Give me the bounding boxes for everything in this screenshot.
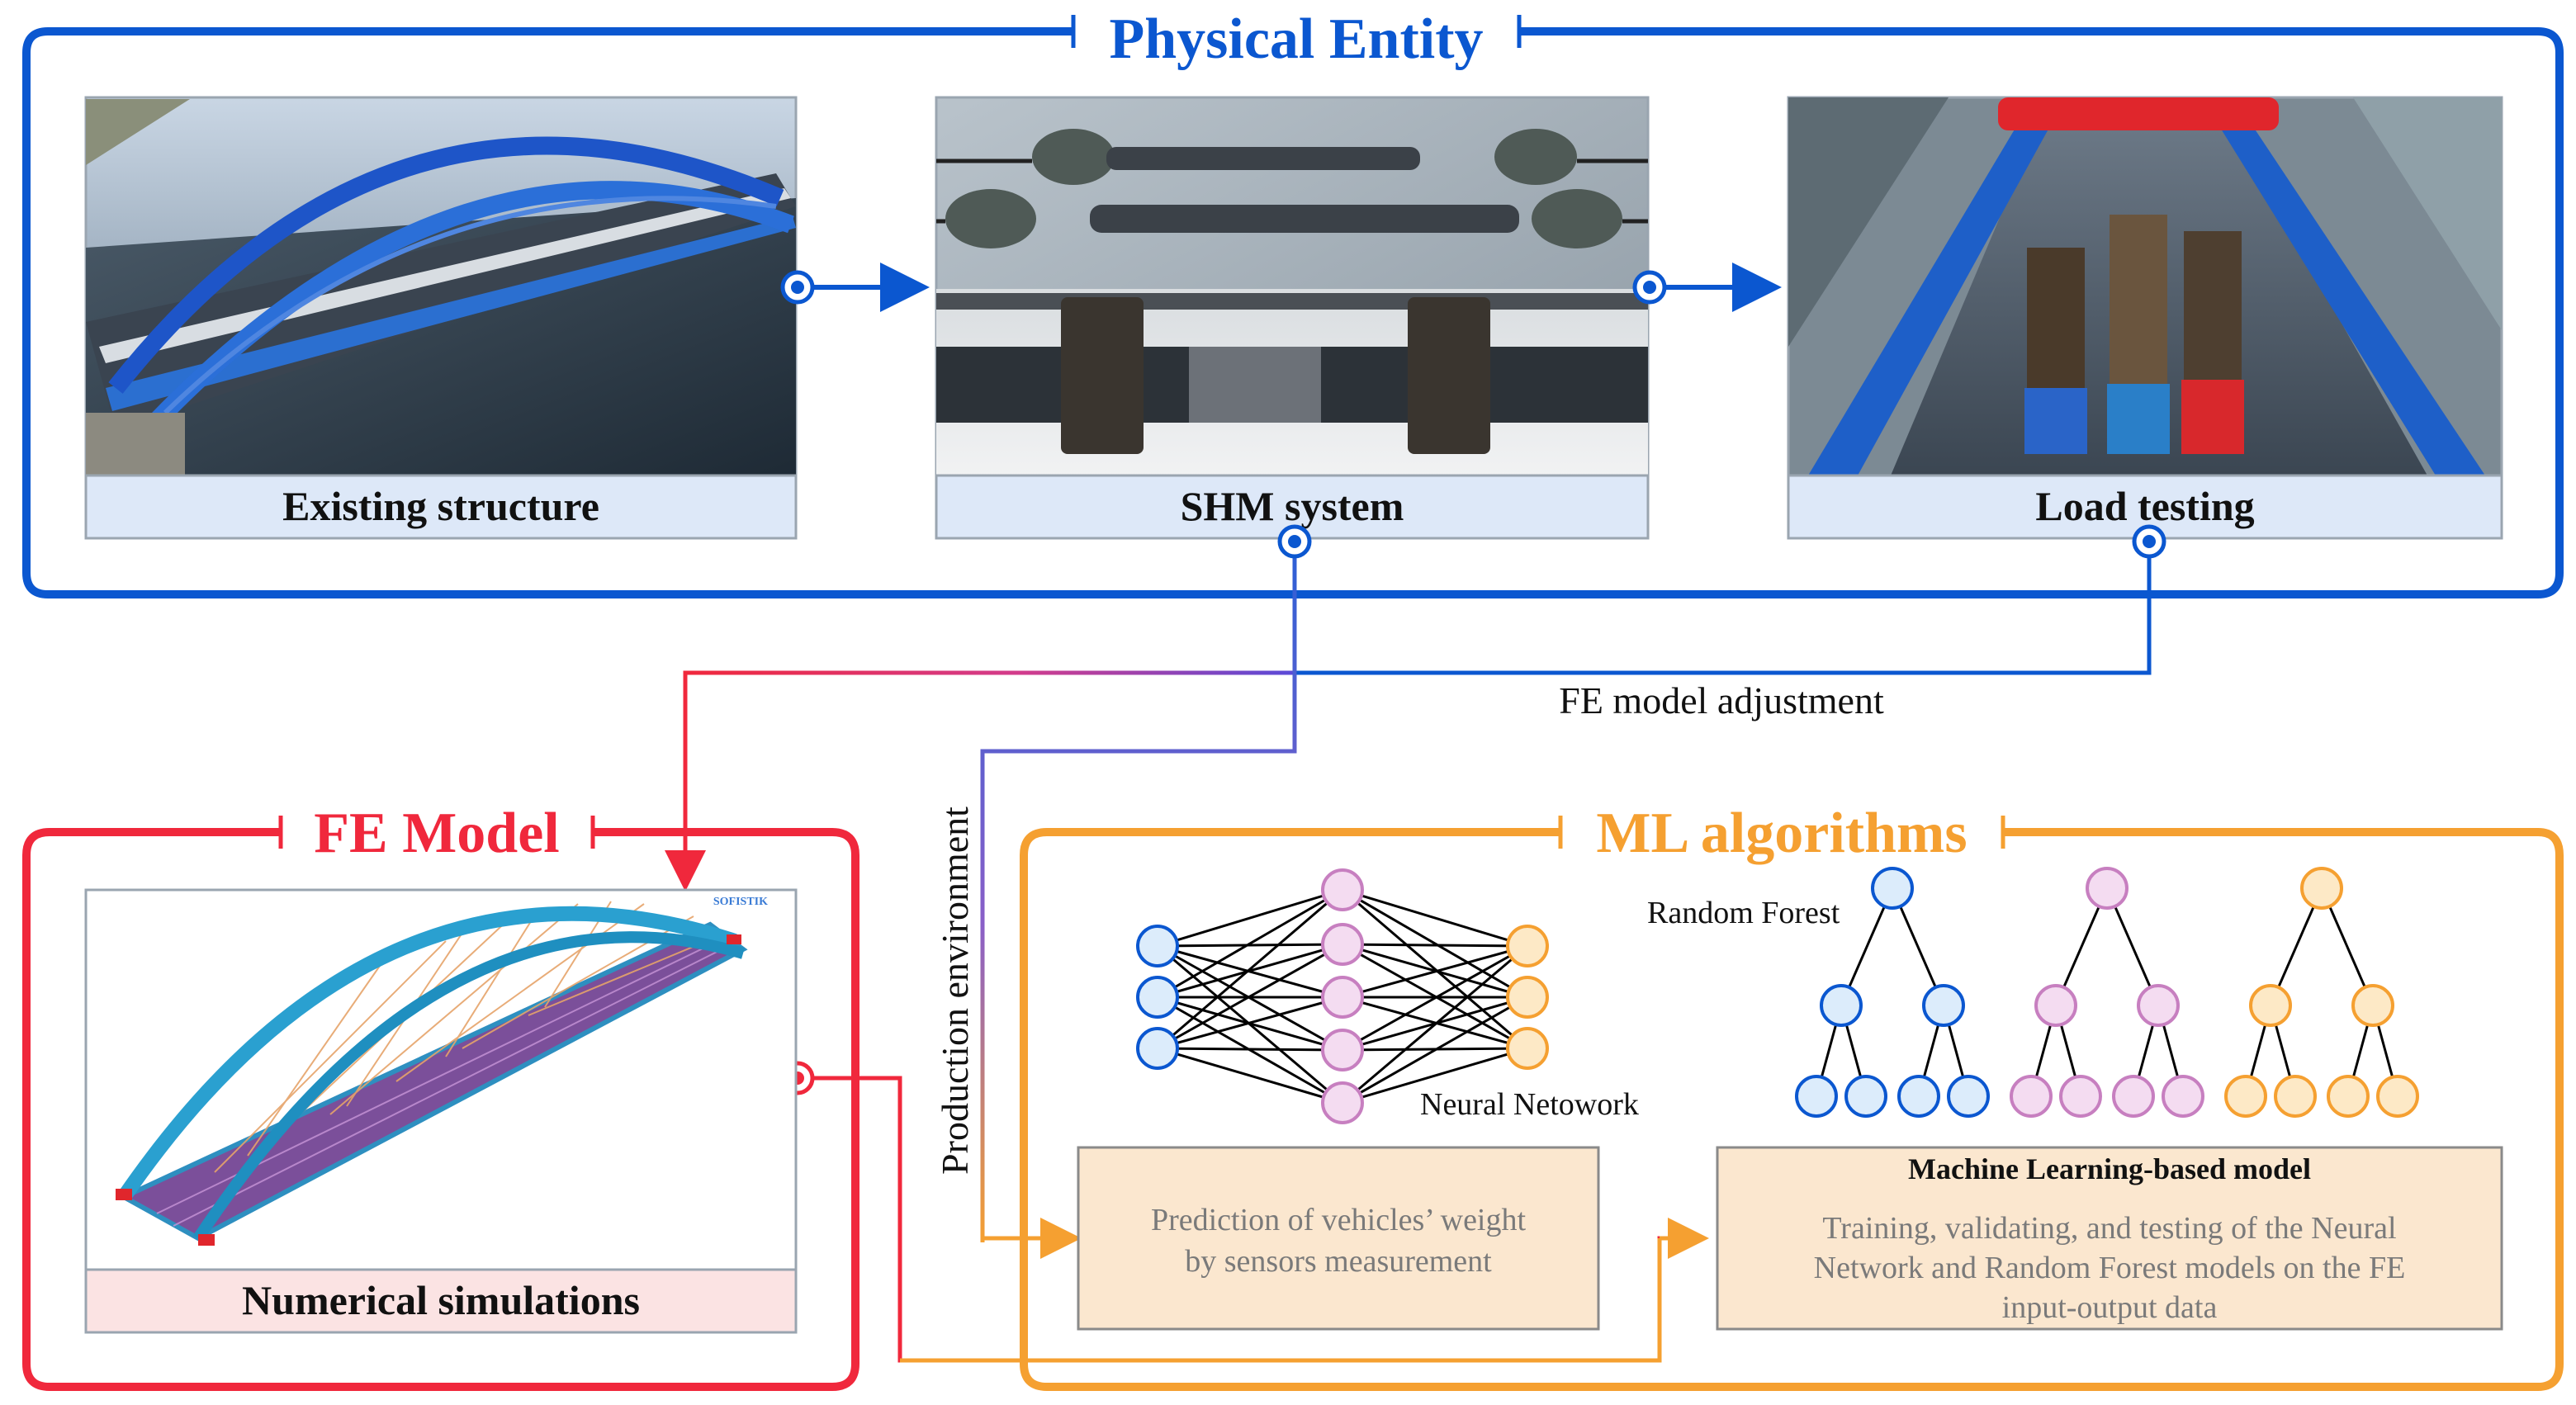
nn-node (1136, 1027, 1179, 1070)
rf-node (2274, 1075, 2317, 1118)
nn-node (1506, 925, 1549, 967)
nn-edge (1342, 888, 1528, 1050)
rf-node (1820, 984, 1863, 1027)
nn-edge (1157, 943, 1343, 1050)
prediction-line-2: by sensors measurement (1185, 1244, 1492, 1279)
rf-node (2010, 1075, 2053, 1118)
rf-node (2249, 984, 2292, 1027)
numerical-simulations-caption-box (84, 1268, 798, 1334)
rf-node (2162, 1075, 2204, 1118)
load-testing-caption: Load testing (2035, 483, 2254, 529)
rf-node (2351, 984, 2394, 1027)
shm-system-caption: SHM system (1181, 483, 1404, 529)
nn-edge (1157, 996, 1343, 1050)
rf-node (2086, 867, 2129, 910)
neural-network-edges (1157, 888, 1528, 1105)
nn-node (1321, 923, 1364, 966)
rf-node (2112, 1075, 2155, 1118)
ml-model-box: Machine Learning-based model Training, v… (1716, 1146, 2503, 1331)
rf-node (2376, 1075, 2419, 1118)
rf-node (2059, 1075, 2102, 1118)
rf-node (1922, 984, 1965, 1027)
fe-model-frame (22, 828, 859, 1391)
rf-node (2300, 867, 2343, 910)
rf-node (2034, 984, 2077, 1027)
ml-algorithms-frame (1020, 828, 2564, 1391)
nn-node (1321, 868, 1364, 911)
sofistik-badge: SOFISTIK (713, 896, 768, 908)
random-forest-diagram: Random Forest (1647, 867, 2419, 1118)
ml-model-box-frame (1716, 1146, 2503, 1331)
random-forest-trees (1795, 867, 2419, 1118)
rf-node (2137, 984, 2180, 1027)
shm-system-panel: SHM system (935, 96, 1650, 540)
nn-edge (1342, 888, 1528, 948)
ml-algorithms-group: ML algorithms (1020, 802, 2564, 1391)
ml-model-line-1: Training, validating, and testing of the… (1822, 1211, 2396, 1246)
nn-node (1321, 1081, 1364, 1124)
nn-edge (1157, 1047, 1343, 1105)
nn-node (1321, 976, 1364, 1019)
nn-edge (1157, 888, 1343, 948)
numerical-simulations-panel: SOFISTIK Numerical simulations (84, 888, 798, 1334)
fe-model-adjustment-label: FE model adjustment (1559, 679, 1884, 721)
nn-node (1136, 976, 1179, 1019)
existing-structure-panel: Existing structure (84, 96, 798, 540)
nn-edge (1157, 1047, 1343, 1052)
nn-edge (1342, 996, 1528, 1105)
nn-node (1321, 1029, 1364, 1071)
ml-model-title: Machine Learning-based model (1908, 1152, 2311, 1185)
fe-model-group: FE Model (22, 802, 859, 1391)
nn-edge (1157, 943, 1343, 948)
nn-edge (1342, 888, 1528, 999)
ml-algorithms-title: ML algorithms (1596, 802, 1967, 865)
nn-edge (1157, 888, 1343, 999)
nn-edge (1342, 943, 1528, 948)
neural-network-nodes (1136, 868, 1549, 1124)
nn-edge (1342, 944, 1528, 1052)
physical-entity-title: Physical Entity (1109, 7, 1483, 71)
prediction-box-frame (1077, 1146, 1600, 1331)
nn-edge (1342, 944, 1528, 999)
neural-network-diagram: Neural Netowork (1136, 868, 1639, 1124)
nn-edge (1342, 944, 1528, 1105)
numerical-simulations-caption: Numerical simulations (242, 1277, 640, 1323)
rf-node (1795, 1075, 1838, 1118)
production-environment-label: Production environment (934, 807, 976, 1175)
nn-edge (1157, 943, 1343, 999)
nn-node (1506, 1027, 1549, 1070)
prediction-box: Prediction of vehicles’ weight by sensor… (1077, 1146, 1600, 1331)
existing-structure-caption-box (84, 474, 798, 540)
production-environment-flow: Production environment (934, 524, 1312, 1259)
rf-node (2327, 1075, 2370, 1118)
fe-model-adjustment-flow: FE model adjustment (665, 524, 2166, 892)
ml-model-line-2: Network and Random Forest models on the … (1814, 1251, 2406, 1285)
load-testing-panel: Load testing (1787, 96, 2503, 540)
rf-node (1897, 1075, 1940, 1118)
ml-model-line-3: input-output data (2002, 1290, 2218, 1325)
nn-node (1136, 925, 1179, 967)
rf-node (2224, 1075, 2267, 1118)
neural-network-label: Neural Netowork (1420, 1087, 1639, 1122)
physical-flow-arrows (780, 263, 1782, 312)
rf-node (1871, 867, 1914, 910)
random-forest-label: Random Forest (1647, 896, 1840, 930)
rf-node (1844, 1075, 1887, 1118)
rf-node (1947, 1075, 1990, 1118)
prediction-line-1: Prediction of vehicles’ weight (1151, 1203, 1527, 1237)
nn-node (1506, 976, 1549, 1019)
fe-model-title: FE Model (314, 802, 559, 865)
nn-edge (1157, 888, 1343, 1050)
nn-edge (1342, 1047, 1528, 1105)
existing-structure-caption: Existing structure (282, 483, 599, 529)
